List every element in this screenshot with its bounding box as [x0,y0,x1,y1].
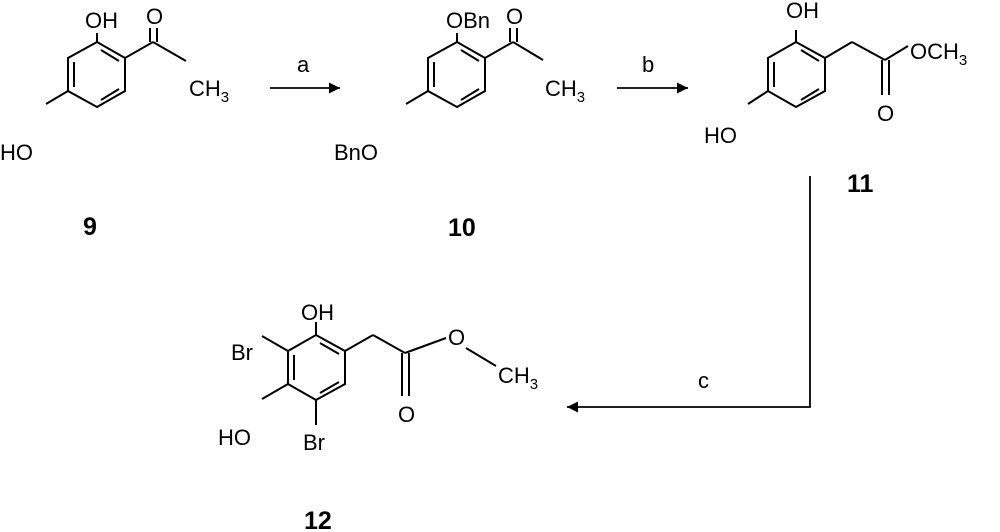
c10-ch-main: CH [545,76,577,101]
compound-12: OH Br HO Br O O CH3 12 [218,300,538,532]
c11-ring-double-2 [800,88,820,101]
c10-me-bond [512,41,544,61]
c9-ring-double-2 [100,88,120,101]
c9-ho-label: HO [0,140,33,165]
c9-me-bond [152,41,187,62]
c10-ring-double-2 [460,88,480,101]
reaction-step-c: c [567,176,811,413]
c12-br-top-bond [261,335,289,352]
c11-och-bond [884,45,909,61]
c12-o-label: O [398,402,415,427]
c11-ho-bond [747,90,769,105]
c11-ring-double-1 [800,49,820,62]
c9-ch-label: CH3 [189,76,229,106]
c11-ester-bond [851,41,886,61]
reagent-a-label: a [297,52,310,77]
c9-ch-main: CH [189,76,221,101]
c11-ring [767,40,826,109]
c9-oh-label: OH [85,8,118,33]
c12-ch3-bond [465,347,497,367]
c9-compound-number: 9 [83,213,97,241]
c12-compound-number: 12 [304,507,332,532]
compound-10: OBn O CH3 BnO 10 [334,4,585,242]
arrow-c [567,176,811,413]
c11-och-sub: 3 [959,52,967,69]
c10-compound-number: 10 [448,214,476,242]
c10-bno-bond [405,90,429,105]
c10-bno-label: BnO [334,140,378,165]
c9-ch-sub: 3 [221,89,229,106]
c11-ch2-bond [824,41,853,59]
c10-ch-label: CH3 [545,76,585,106]
c12-ch2-bond [344,334,374,352]
c12-o-ether-label: O [448,325,465,350]
c12-ring [287,333,346,402]
c9-acyl-bond [124,41,154,59]
c11-och-main: OCH [910,39,959,64]
c12-ch-main: CH [498,363,530,388]
c12-ring-double-2 [319,381,340,394]
c12-ring-double-1 [319,342,340,355]
c10-acyl-bond [484,41,514,59]
c12-ester-bond [372,334,406,354]
c12-ho-bond [261,383,289,400]
c9-ring [67,40,126,109]
c12-ho-label: HO [218,425,251,450]
c9-o-label: O [146,4,163,29]
c12-ch-sub: 3 [530,376,538,393]
c11-och-label: OCH3 [910,39,967,69]
c10-obn-label: OBn [446,8,490,33]
reaction-step-a: a [270,52,340,94]
reagent-b-label: b [642,52,654,77]
c11-compound-number: 11 [847,170,874,198]
c9-ho-bond [45,90,69,105]
c10-ch-sub: 3 [577,89,585,106]
c12-br-bot-label: Br [303,430,325,455]
reagent-c-label: c [698,368,709,393]
reaction-step-b: b [617,52,688,94]
c12-oh-label: OH [301,300,334,325]
c12-ch-label: CH3 [498,363,538,393]
c10-ring-double-1 [460,49,480,62]
c12-br-top-label: Br [231,340,253,365]
c11-o-label: O [877,101,894,126]
compound-9: OH O CH3 HO 9 [0,4,229,241]
c9-ring-double-1 [100,49,120,62]
c10-o-label: O [506,4,523,29]
c12-o-bond [404,337,447,354]
c10-ring [427,40,486,109]
c11-ho-label: HO [704,123,737,148]
compound-11: OH O OCH3 HO 11 [704,0,967,198]
c11-oh-label: OH [786,0,819,23]
